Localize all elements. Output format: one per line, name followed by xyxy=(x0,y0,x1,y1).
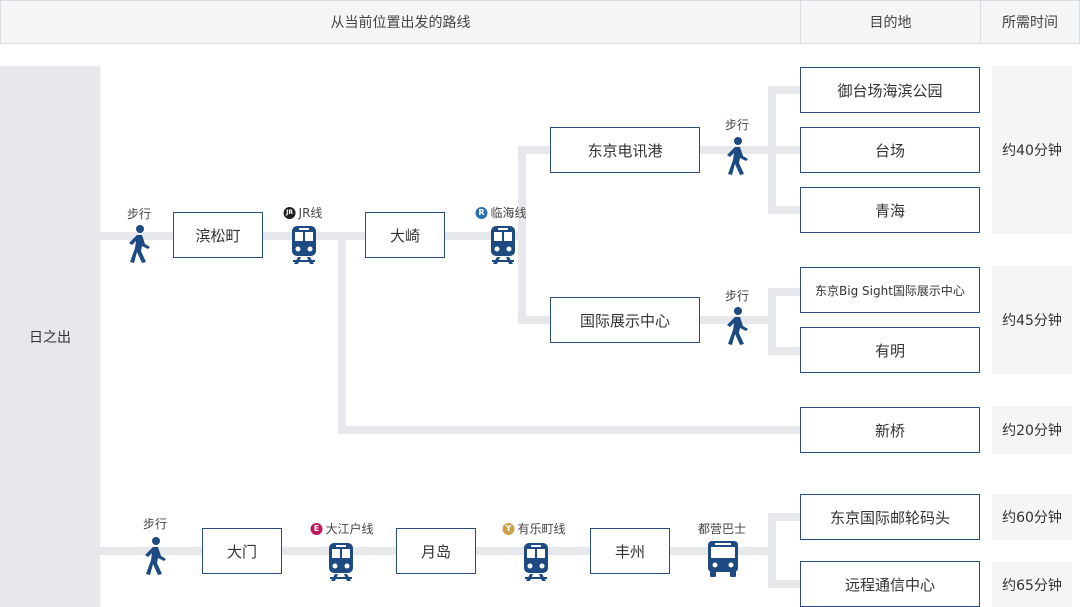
header-time: 所需时间 xyxy=(980,0,1080,44)
mode-walk-4-label: 步行 xyxy=(142,517,168,531)
connector-split-vertical xyxy=(518,146,526,324)
connector-shinbashi-vertical xyxy=(338,236,346,434)
oedo-badge-icon: E xyxy=(310,522,323,535)
mode-walk-3: 步行 xyxy=(725,287,749,304)
train-icon xyxy=(329,543,353,581)
station-tsukishima[interactable]: 月岛 xyxy=(396,528,476,574)
destination-ariake[interactable]: 有明 xyxy=(800,327,980,373)
mode-walk-1-label: 步行 xyxy=(126,207,152,221)
mode-walk-2: 步行 xyxy=(725,116,749,133)
connector-cruise xyxy=(768,513,800,521)
train-icon xyxy=(524,543,548,581)
destination-cruise-terminal-label: 东京国际邮轮码头 xyxy=(829,508,950,527)
time-65-label: 约65分钟 xyxy=(1002,577,1062,594)
destination-daiba[interactable]: 台场 xyxy=(800,127,980,173)
yurakucho-badge-text: Y xyxy=(505,523,512,533)
mode-jr-label: JR线 xyxy=(298,206,323,220)
time-45: 约45分钟 xyxy=(992,266,1072,374)
header-destination: 目的地 xyxy=(800,0,981,44)
mode-rinkai: R 临海线 xyxy=(475,204,527,221)
origin-column: 日之出 xyxy=(0,66,100,607)
time-20: 约20分钟 xyxy=(992,406,1072,454)
connector-big-sight xyxy=(768,288,800,296)
destination-big-sight-label: 东京Big Sight国际展示中心 xyxy=(815,283,965,298)
header-route-label: 从当前位置出发的路线 xyxy=(330,15,471,31)
mode-bus: 都营巴士 xyxy=(698,520,746,537)
train-icon xyxy=(491,226,515,264)
station-daimon-label: 大门 xyxy=(226,542,257,561)
station-hamamatsucho-label: 滨松町 xyxy=(195,226,241,245)
destination-odaiba-park[interactable]: 御台场海滨公园 xyxy=(800,67,980,113)
train-icon xyxy=(292,226,316,264)
connector-daiba xyxy=(768,146,800,154)
destination-distant[interactable]: 远程通信中心 xyxy=(800,561,980,607)
origin-label: 日之出 xyxy=(29,329,71,346)
station-telecom[interactable]: 东京电讯港 xyxy=(550,127,700,173)
time-65: 约65分钟 xyxy=(992,562,1072,607)
mode-jr: JR JR线 xyxy=(283,204,323,221)
mode-walk-1: 步行 xyxy=(127,205,151,222)
bus-icon xyxy=(708,541,738,577)
jr-badge-text: JR xyxy=(286,208,293,216)
walking-person-icon xyxy=(129,225,150,263)
station-osaki[interactable]: 大崎 xyxy=(365,212,445,258)
destination-shinbashi[interactable]: 新桥 xyxy=(800,407,980,453)
connector-lower-branch xyxy=(768,513,776,588)
time-40-label: 约40分钟 xyxy=(1002,143,1062,159)
mode-rinkai-label: 临海线 xyxy=(490,206,527,220)
destination-aomi-label: 青海 xyxy=(874,201,905,220)
connector-aomi xyxy=(768,206,800,214)
station-telecom-label: 东京电讯港 xyxy=(587,141,663,160)
station-daimon[interactable]: 大门 xyxy=(202,528,282,574)
connector-shinbashi-horizontal xyxy=(338,426,800,434)
station-hamamatsucho[interactable]: 滨松町 xyxy=(173,212,263,258)
destination-daiba-label: 台场 xyxy=(874,141,905,160)
time-40: 约40分钟 xyxy=(992,66,1072,234)
connector-to-telecom xyxy=(518,146,550,154)
connector-kokusai-branch xyxy=(768,288,776,355)
destination-distant-label: 远程通信中心 xyxy=(844,575,935,594)
walking-person-icon xyxy=(727,307,748,345)
mode-walk-3-label: 步行 xyxy=(724,289,750,303)
connector-odaiba-park xyxy=(768,86,800,94)
mode-oedo-label: 大江户线 xyxy=(325,522,374,536)
header-destination-label: 目的地 xyxy=(869,15,912,31)
destination-odaiba-park-label: 御台场海滨公园 xyxy=(837,81,943,100)
station-toyosu[interactable]: 丰州 xyxy=(590,528,670,574)
mode-bus-label: 都营巴士 xyxy=(697,522,747,536)
destination-ariake-label: 有明 xyxy=(874,341,905,360)
header-time-label: 所需时间 xyxy=(1002,15,1058,31)
station-osaki-label: 大崎 xyxy=(389,226,420,245)
station-tsukishima-label: 月岛 xyxy=(420,542,451,561)
time-60: 约60分钟 xyxy=(992,494,1072,540)
time-60-label: 约60分钟 xyxy=(1002,510,1062,526)
destination-big-sight[interactable]: 东京Big Sight国际展示中心 xyxy=(800,267,980,313)
yurakucho-badge-icon: Y xyxy=(502,522,515,535)
mode-walk-4: 步行 xyxy=(143,515,167,532)
station-kokusai[interactable]: 国际展示中心 xyxy=(550,297,700,343)
mode-yurakucho: Y 有乐町线 xyxy=(502,520,566,537)
connector-to-kokusai xyxy=(518,316,550,324)
oedo-badge-text: E xyxy=(313,523,320,533)
walking-person-icon xyxy=(145,537,166,575)
time-20-label: 约20分钟 xyxy=(1002,423,1062,439)
rinkai-badge-text: R xyxy=(478,207,485,217)
destination-shinbashi-label: 新桥 xyxy=(874,421,905,440)
mode-oedo: E 大江户线 xyxy=(310,520,374,537)
connector-ariake xyxy=(768,347,800,355)
connector-distant xyxy=(768,580,800,588)
station-kokusai-label: 国际展示中心 xyxy=(579,311,670,330)
mode-yurakucho-label: 有乐町线 xyxy=(517,522,566,536)
mode-walk-2-label: 步行 xyxy=(724,118,750,132)
header-route: 从当前位置出发的路线 xyxy=(0,0,801,44)
destination-cruise-terminal[interactable]: 东京国际邮轮码头 xyxy=(800,494,980,540)
station-toyosu-label: 丰州 xyxy=(614,542,645,561)
walking-person-icon xyxy=(727,137,748,175)
destination-aomi[interactable]: 青海 xyxy=(800,187,980,233)
rinkai-badge-icon: R xyxy=(475,206,488,219)
time-45-label: 约45分钟 xyxy=(1002,313,1062,329)
jr-badge-icon: JR xyxy=(283,206,296,219)
